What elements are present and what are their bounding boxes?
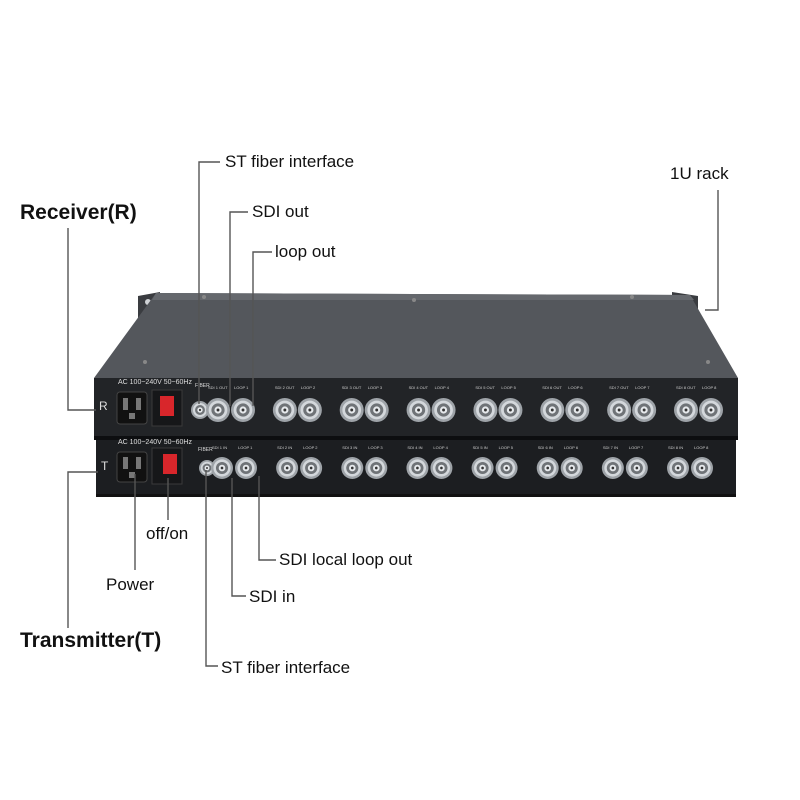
transmitter-channel-label: LOOP 5 xyxy=(498,445,513,450)
leader-sdi-in xyxy=(231,478,246,597)
receiver-loop-6-connector xyxy=(565,398,590,422)
receiver-sdi-out-5-connector xyxy=(473,398,498,422)
leader-st-fiber-bottom xyxy=(205,470,218,667)
receiver-channel-label: LOOP 2 xyxy=(300,385,316,390)
receiver-loop-8-connector xyxy=(699,398,723,422)
receiver-sdi-out-4-connector xyxy=(406,398,431,422)
transmitter-sdi-in-5-connector xyxy=(471,457,494,479)
transmitter-title: Transmitter(T) xyxy=(20,629,162,652)
receiver-loop-3-connector xyxy=(364,398,389,422)
transmitter-power-rating: AC 100~240V 50~60Hz xyxy=(118,439,192,446)
leader-loop-out xyxy=(252,251,272,406)
receiver-channel-label: SDI 7 OUT xyxy=(609,385,629,390)
leader-sdi-out xyxy=(229,211,248,406)
callout-st-fiber-bottom: ST fiber interface xyxy=(221,658,351,677)
receiver-channel-label: SDI 2 OUT xyxy=(274,385,295,390)
receiver-power-switch xyxy=(160,396,174,416)
transmitter-loop-2-connector xyxy=(300,457,323,479)
transmitter-power-switch xyxy=(163,454,177,474)
receiver-channel-label: SDI 8 OUT xyxy=(676,385,696,390)
transmitter-channel-label: SDI 3 IN xyxy=(342,445,358,450)
receiver-sdi-out-8-connector xyxy=(674,398,698,422)
receiver-channel-label: LOOP 4 xyxy=(434,385,449,390)
callout-sdi-out: SDI out xyxy=(252,202,309,221)
transmitter-channel-label: SDI 7 IN xyxy=(602,445,618,450)
transmitter-loop-6-connector xyxy=(560,457,583,479)
receiver-fiber-label: FIBER xyxy=(195,383,210,389)
transmitter-channel-label: SDI 2 IN xyxy=(277,445,293,450)
callout-rack: 1U rack xyxy=(670,164,729,183)
transmitter-sdi-in-1-connector xyxy=(211,457,233,479)
transmitter-channel-label: SDI 5 IN xyxy=(472,445,488,450)
receiver-power-rating: AC 100~240V 50~60Hz xyxy=(118,379,192,386)
transmitter-loop-1-connector xyxy=(235,457,257,479)
transmitter-sdi-in-6-connector xyxy=(536,457,559,479)
callout-off-on: off/on xyxy=(146,524,189,543)
transmitter-loop-7-connector xyxy=(625,457,648,479)
transmitter-channel-label: LOOP 2 xyxy=(303,445,318,450)
transmitter-channel-label: SDI 4 IN xyxy=(407,445,423,450)
receiver-channel-label: LOOP 1 xyxy=(234,385,249,390)
callout-st-fiber-top: ST fiber interface xyxy=(225,152,355,171)
leader-st-fiber-top xyxy=(198,161,220,404)
receiver-channel-label: SDI 1 OUT xyxy=(208,385,228,390)
transmitter-channel-label: SDI 6 IN xyxy=(537,445,553,450)
receiver-channel-label: LOOP 5 xyxy=(501,385,516,390)
callout-power: Power xyxy=(106,575,155,594)
receiver-channel-label: LOOP 6 xyxy=(568,385,583,390)
callout-sdi-local-loop-out: SDI local loop out xyxy=(279,550,413,569)
callout-sdi-in: SDI in xyxy=(249,587,296,606)
receiver-channel-label: SDI 6 OUT xyxy=(542,385,562,390)
transmitter-sdi-in-7-connector xyxy=(601,457,624,479)
transmitter-loop-8-connector xyxy=(691,457,713,479)
transmitter-channel-label: LOOP 4 xyxy=(433,445,448,450)
receiver-title: Receiver(R) xyxy=(20,201,137,224)
transmitter-st-fiber-port xyxy=(199,460,215,476)
transmitter-fiber-label: FIBER xyxy=(198,447,213,453)
receiver-channel-label: SDI 3 OUT xyxy=(341,385,362,390)
transmitter-channel-label: LOOP 3 xyxy=(368,445,383,450)
receiver-sdi-out-1-connector xyxy=(206,398,230,422)
receiver-loop-4-connector xyxy=(431,398,456,422)
transmitter-sdi-in-3-connector xyxy=(341,457,364,479)
receiver-sdi-out-7-connector xyxy=(607,398,632,422)
receiver-loop-7-connector xyxy=(632,398,657,422)
receiver-sdi-out-3-connector xyxy=(339,398,364,422)
receiver-channel-label: LOOP 7 xyxy=(635,385,650,390)
receiver-sdi-out-6-connector xyxy=(540,398,565,422)
transmitter-channel-label: LOOP 7 xyxy=(628,445,644,450)
receiver-loop-1-connector xyxy=(231,398,255,422)
receiver-loop-2-connector xyxy=(297,398,322,422)
transmitter-loop-3-connector xyxy=(365,457,388,479)
receiver-sdi-out-2-connector xyxy=(272,398,297,422)
transmitter-channel-label: LOOP 6 xyxy=(563,445,579,450)
callout-loop-out: loop out xyxy=(275,242,336,261)
transmitter-channel-label: SDI 8 IN xyxy=(668,445,684,450)
chassis-top xyxy=(94,293,738,378)
transmitter-loop-5-connector xyxy=(495,457,518,479)
receiver-channel-label: LOOP 3 xyxy=(367,385,383,390)
transmitter-sdi-in-4-connector xyxy=(406,457,429,479)
transmitter-sdi-in-8-connector xyxy=(667,457,689,479)
leader-transmitter xyxy=(67,471,98,628)
leader-rack xyxy=(705,190,719,311)
receiver-channel-label: SDI 5 OUT xyxy=(475,385,495,390)
transmitter-channel-label: SDI 1 IN xyxy=(212,445,228,450)
transmitter-loop-4-connector xyxy=(430,457,453,479)
receiver-channel-label: SDI 4 OUT xyxy=(408,385,429,390)
leader-sdi-local-loop xyxy=(258,476,276,561)
transmitter-sdi-in-2-connector xyxy=(276,457,299,479)
leader-receiver xyxy=(67,228,96,411)
receiver-loop-5-connector xyxy=(498,398,523,422)
transmitter-channel-label: LOOP 1 xyxy=(238,445,253,450)
receiver-unit-letter: R xyxy=(99,399,108,413)
receiver-channel-label: LOOP 8 xyxy=(702,385,717,390)
transmitter-channel-label: LOOP 8 xyxy=(694,445,709,450)
transmitter-unit-letter: T xyxy=(101,459,109,473)
receiver-st-fiber-port xyxy=(191,401,209,419)
